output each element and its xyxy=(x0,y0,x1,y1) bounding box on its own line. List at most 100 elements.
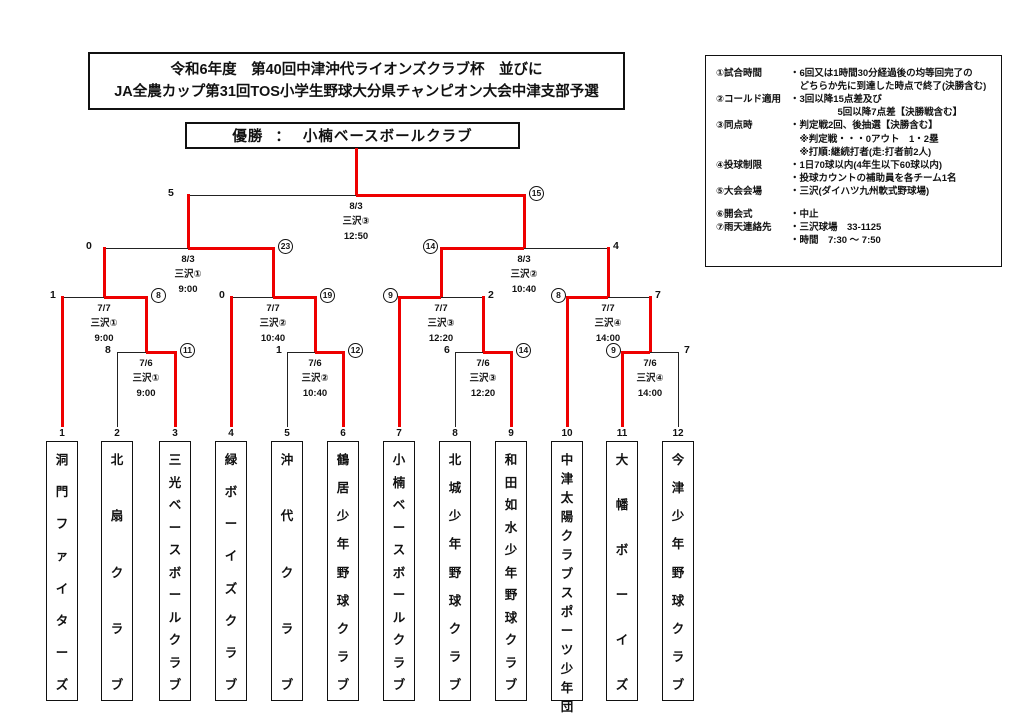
score-r1-1-left: 8 xyxy=(105,344,111,356)
title-line1: 令和6年度 第40回中津沖代ライオンズクラブ杯 並びに xyxy=(170,61,543,78)
team-line xyxy=(174,351,177,427)
rules-panel: ①試合時間・6回又は1時間30分経過後の均等回完了の どちらか先に到達した時点で… xyxy=(705,55,1002,267)
team-box-4: 緑ボーイズクラブ xyxy=(215,441,247,701)
team-number: 12 xyxy=(672,428,684,439)
title-box: 令和6年度 第40回中津沖代ライオンズクラブ杯 並びに JA全農カップ第31回T… xyxy=(88,52,625,110)
team-number: 2 xyxy=(114,428,120,439)
team-number: 11 xyxy=(616,428,628,439)
champion-box: 優勝 ： 小楠ベースボールクラブ xyxy=(185,122,520,149)
bracket-line xyxy=(287,352,315,353)
winner-path-line xyxy=(314,296,317,352)
winner-path-line xyxy=(104,296,146,299)
team-name: 小楠ベースボールクラブ xyxy=(392,453,406,692)
bracket-line xyxy=(104,248,188,249)
winner-path-line xyxy=(188,247,273,250)
team-line xyxy=(117,352,118,427)
bracket-line xyxy=(608,297,650,298)
team-number: 5 xyxy=(284,428,290,439)
team-line xyxy=(621,351,624,427)
winner-path-line xyxy=(187,194,190,248)
score-final-left: 5 xyxy=(168,187,174,199)
team-box-2: 北扇クラブ xyxy=(101,441,133,701)
team-box-3: 三光ベースボールクラブ xyxy=(159,441,191,701)
team-number: 6 xyxy=(340,428,346,439)
team-line xyxy=(230,296,233,427)
score-qf1-left: 1 xyxy=(50,289,56,301)
rule-row: ⑤大会会場・三沢(ダイハツ九州軟式野球場) xyxy=(716,185,930,197)
winner-path-line xyxy=(273,296,315,299)
score-qf3-right: 2 xyxy=(488,289,494,301)
team-name: 中津太陽クラブスポーツ少年団 xyxy=(560,453,574,714)
champion-separator: ： xyxy=(275,129,291,145)
rule-row: ③同点時・判定戦2回、後抽選【決勝含む】 ※判定戦・・・0アウト 1・2塁 ※打… xyxy=(716,120,939,158)
bracket-line xyxy=(62,297,104,298)
team-number: 8 xyxy=(452,428,458,439)
score-qf4-left: 8 xyxy=(551,288,566,303)
team-name: 鶴居少年野球クラブ xyxy=(336,453,350,692)
team-line xyxy=(510,351,513,427)
rule-row: ⑥開会式・中止 xyxy=(716,209,819,221)
team-line xyxy=(566,296,569,427)
winner-path-line xyxy=(103,247,106,297)
team-box-7: 小楠ベースボールクラブ xyxy=(383,441,415,701)
score-final-right: 15 xyxy=(529,186,544,201)
team-box-10: 中津太陽クラブスポーツ少年団 xyxy=(551,441,583,714)
team-box-8: 北城少年野球クラブ xyxy=(439,441,471,701)
bracket-line xyxy=(188,195,356,196)
bracket-line xyxy=(455,352,483,353)
bracket-line xyxy=(231,297,273,298)
rule-row: ①試合時間・6回又は1時間30分経過後の均等回完了の どちらか先に到達した時点で… xyxy=(716,68,987,93)
score-r1-3-right: 14 xyxy=(516,343,531,358)
score-sf1-left: 0 xyxy=(86,240,92,252)
team-name: 洞門ファイターズ xyxy=(55,453,69,692)
team-name: 北扇クラブ xyxy=(110,453,124,692)
team-line xyxy=(287,352,288,427)
winner-path-line xyxy=(315,351,343,354)
champion-name: 小楠ベースボールクラブ xyxy=(302,129,473,145)
team-name: 沖代クラブ xyxy=(280,453,294,692)
rule-row: ⑦雨天連絡先・三沢球場 33-1125・時間 7:30 ～ 7:50 xyxy=(716,222,882,247)
team-box-9: 和田如水少年野球クラブ xyxy=(495,441,527,701)
team-box-12: 今津少年野球クラブ xyxy=(662,441,694,701)
champion-label: 優勝 xyxy=(232,129,264,145)
score-qf2-left: 0 xyxy=(219,289,225,301)
score-sf2-right: 4 xyxy=(613,240,619,252)
team-number: 9 xyxy=(508,428,514,439)
team-line xyxy=(61,296,64,427)
score-sf1-right: 23 xyxy=(278,239,293,254)
rule-row: ②コールド適用・3回以降15点差及び 5回以降7点差【決勝戦含む】 xyxy=(716,94,963,119)
title-line2: JA全農カップ第31回TOS小学生野球大分県チャンピオン大会中津支部予選 xyxy=(114,84,599,100)
team-box-1: 洞門ファイターズ xyxy=(46,441,78,701)
score-r1-3-left: 6 xyxy=(444,344,450,356)
team-number: 7 xyxy=(396,428,402,439)
rule-row: ④投球制限・1日70球以内(4年生以下60球以内)・投球カウントの補助員を各チー… xyxy=(716,159,957,184)
winner-path-line xyxy=(440,247,443,297)
winner-path-line xyxy=(607,247,610,297)
team-number: 3 xyxy=(172,428,178,439)
team-line xyxy=(398,296,401,427)
team-box-11: 大幡ボーイズ xyxy=(606,441,638,701)
team-line xyxy=(455,352,456,427)
bracket-line xyxy=(117,352,146,353)
team-line xyxy=(342,351,345,427)
team-name: 北城少年野球クラブ xyxy=(448,453,462,692)
team-name: 三光ベースボールクラブ xyxy=(168,453,182,692)
score-r1-4-right: 7 xyxy=(684,344,690,356)
score-qf4-right: 7 xyxy=(655,289,661,301)
winner-path-line xyxy=(399,296,441,299)
team-name: 今津少年野球クラブ xyxy=(671,453,685,692)
team-box-6: 鶴居少年野球クラブ xyxy=(327,441,359,701)
winner-path-line xyxy=(649,296,652,352)
bracket-line xyxy=(441,297,483,298)
